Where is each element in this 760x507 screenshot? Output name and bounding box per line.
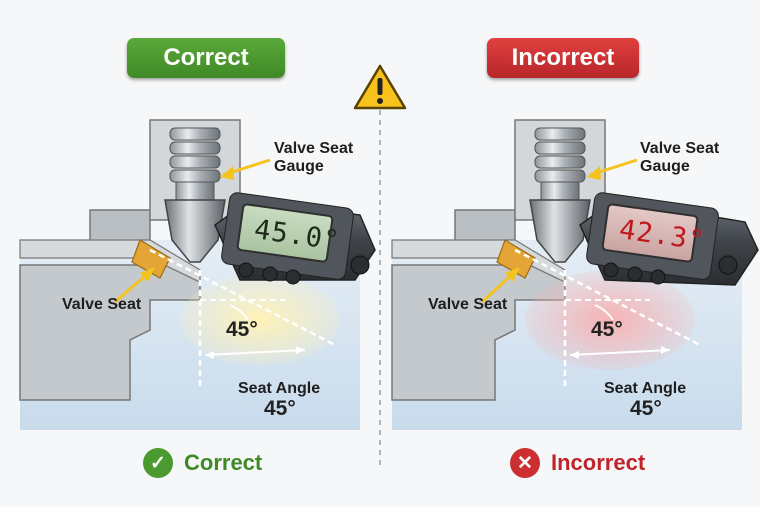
valve-seat-insert	[496, 239, 536, 279]
left-scene	[19, 119, 376, 430]
valve-seat-insert	[131, 239, 171, 279]
inner-angle-label: 45°	[591, 318, 623, 341]
seat-angle-label: Seat Angle	[604, 380, 687, 397]
valve-spring	[169, 127, 221, 183]
correct-banner: Correct	[127, 38, 285, 78]
seat-angle-value: 45°	[630, 397, 662, 420]
gauge-display	[236, 203, 334, 263]
gauge-label: Valve Seat Gauge	[640, 140, 720, 175]
incorrect-result: ✕ Incorrect	[510, 448, 645, 478]
correct-result-text: Correct	[184, 450, 263, 475]
valve-stem	[540, 181, 580, 201]
incorrect-banner: Incorrect	[487, 38, 639, 78]
check-circle-icon: ✓	[143, 448, 173, 478]
gauge-label: Valve Seat Gauge	[274, 140, 354, 175]
valve-head	[529, 199, 591, 263]
valve-spring	[534, 127, 586, 183]
correct-result: ✓ Correct	[143, 448, 262, 478]
valve-seat-label: Valve Seat	[428, 296, 508, 313]
valve-head	[164, 199, 226, 263]
incorrect-result-text: Incorrect	[551, 450, 646, 475]
valve-stem	[175, 181, 215, 201]
x-circle-icon: ✕	[510, 448, 540, 478]
seat-angle-label: Seat Angle	[238, 380, 321, 397]
valve-seat-label: Valve Seat	[62, 296, 142, 313]
gauge-display	[601, 203, 699, 263]
warning-triangle-icon	[353, 64, 407, 110]
seat-angle-value: 45°	[264, 397, 296, 420]
right-scene	[391, 119, 759, 430]
inner-angle-label: 45°	[226, 318, 258, 341]
